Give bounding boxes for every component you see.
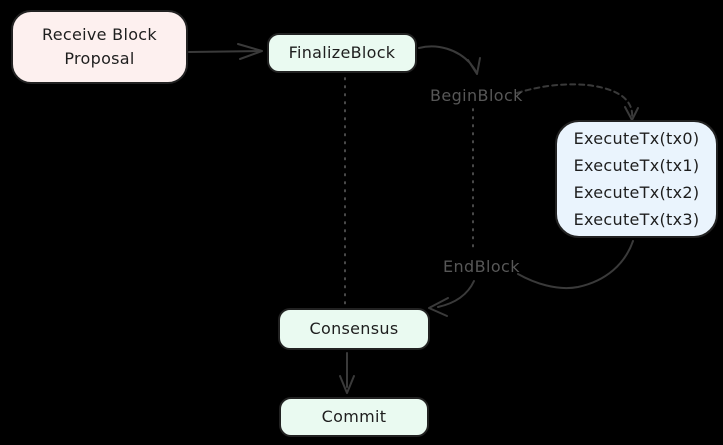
arrow-receive-to-finalizeblock [188,43,263,60]
node-consensus: Consensus [278,308,430,350]
node-label-line: Proposal [64,49,135,68]
node-finalizeblock: FinalizeBlock [267,33,417,73]
executetx-line: ExecuteTx(tx2) [573,183,700,202]
node-label-line: Receive Block [42,25,157,44]
executetx-line: ExecuteTx(tx1) [573,156,700,175]
node-executetx-list: ExecuteTx(tx0) ExecuteTx(tx1) ExecuteTx(… [555,120,718,238]
node-label: FinalizeBlock [288,43,396,62]
node-label: Consensus [309,319,399,338]
node-commit: Commit [279,397,429,437]
endblock-label: EndBlock [443,257,520,276]
node-receive-block-proposal: Receive Block Proposal [11,10,188,84]
arrow-endblock-to-consensus [428,280,475,317]
arrow-finalizeblock-to-beginblock [418,45,481,75]
arrow-beginblock-to-executetx [516,83,639,121]
arrow-consensus-to-commit [339,352,355,394]
executetx-line: ExecuteTx(tx0) [573,129,700,148]
beginblock-label: BeginBlock [430,86,523,105]
executetx-line: ExecuteTx(tx3) [573,210,700,229]
node-label: Commit [321,407,387,426]
curve-executetx-to-endblock [517,240,634,290]
